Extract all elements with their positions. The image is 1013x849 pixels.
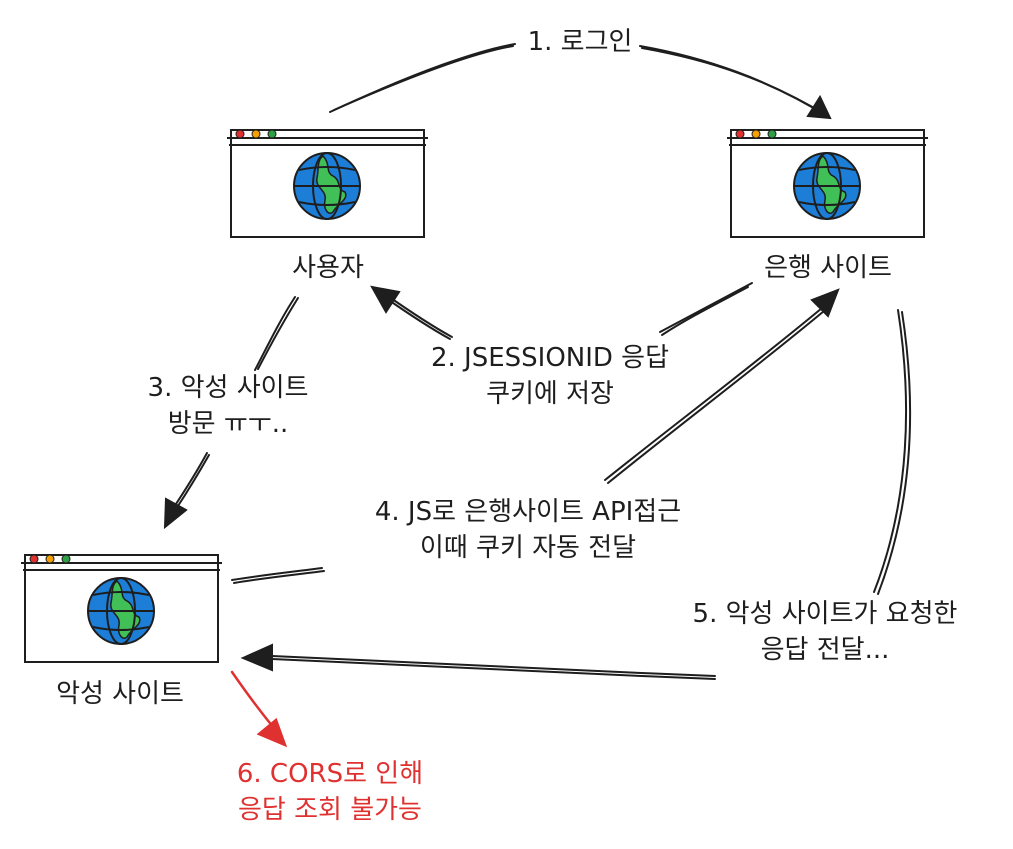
step-4-line2: 이때 쿠키 자동 전달 — [419, 533, 637, 563]
step-2-line2: 쿠키에 저장 — [486, 379, 614, 409]
step-6-line2: 응답 조회 불가능 — [238, 795, 422, 825]
step-3-label: 3. 악성 사이트 방문 ㅠㅜ.. — [118, 370, 338, 442]
step-2-line1: 2. JSESSIONID 응답 — [430, 343, 670, 373]
node-label-malicious: 악성 사이트 — [56, 679, 184, 709]
step-3-line1: 3. 악성 사이트 — [147, 373, 309, 403]
step-4-line1: 4. JS로 은행사이트 API접근 — [374, 497, 682, 527]
malicious-browser-icon — [20, 554, 223, 663]
step-5-line1: 5. 악성 사이트가 요청한 — [692, 599, 958, 629]
step-3-line2: 방문 ㅠㅜ.. — [167, 409, 289, 439]
arrow-login — [329, 43, 832, 120]
arrow-cors — [230, 670, 288, 748]
user-browser-icon — [226, 129, 429, 238]
bank-browser-icon — [726, 129, 929, 238]
step-2-label: 2. JSESSIONID 응답 쿠키에 저장 — [380, 340, 720, 412]
node-label-bank: 은행 사이트 — [764, 253, 892, 283]
arrow-api-access — [231, 288, 840, 584]
step-5-label: 5. 악성 사이트가 요청한 응답 전달... — [650, 596, 1000, 668]
step-6-label: 6. CORS로 인해 응답 조회 불가능 — [200, 756, 460, 828]
step-1-label: 1. 로그인 — [500, 24, 660, 60]
step-4-label: 4. JS로 은행사이트 API접근 이때 쿠키 자동 전달 — [318, 494, 738, 566]
arrow-response — [240, 309, 912, 680]
node-label-user: 사용자 — [292, 253, 364, 283]
arrow-visit — [163, 296, 299, 530]
arrow-jsessionid — [370, 282, 753, 340]
step-1-line1: 1. 로그인 — [527, 27, 633, 57]
step-6-line1: 6. CORS로 인해 — [236, 759, 424, 789]
step-5-line2: 응답 전달... — [760, 635, 890, 665]
